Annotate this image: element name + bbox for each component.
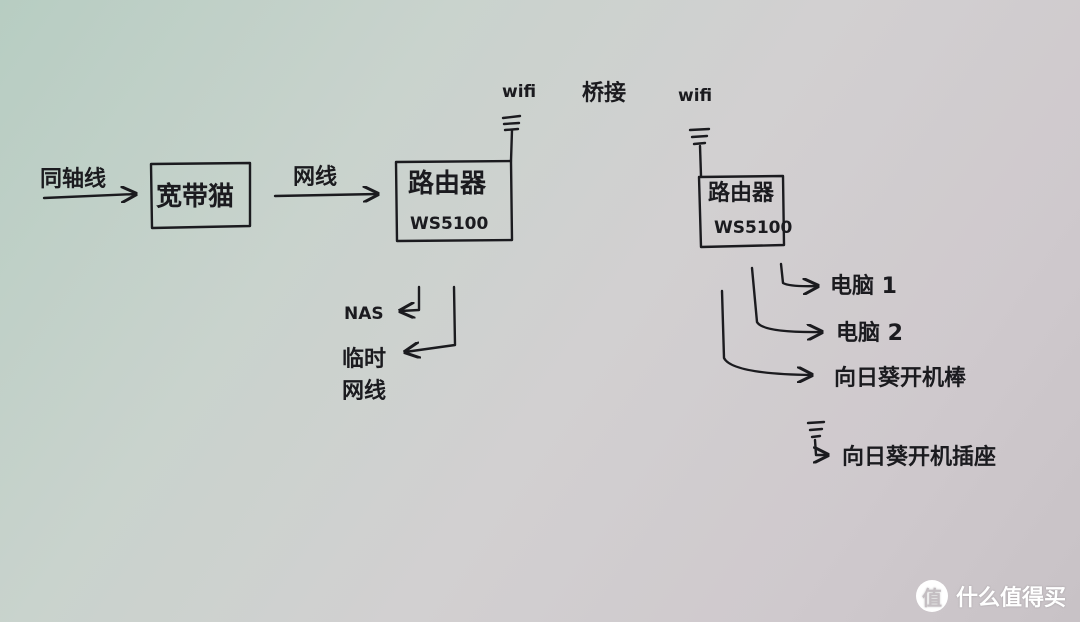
smzdm-logo-icon: 值 bbox=[915, 580, 948, 612]
cable-arrow bbox=[273, 194, 378, 196]
temp-cable-arrow bbox=[405, 285, 457, 352]
wifi-left-label: wifi bbox=[502, 82, 536, 102]
nas-label: NAS bbox=[344, 304, 384, 324]
pc2-label: 电脑 2 bbox=[836, 320, 903, 346]
sunlogin-stick-arrow bbox=[720, 289, 812, 375]
modem-box bbox=[149, 161, 252, 230]
temp-cable-label-line1: 临时 bbox=[342, 346, 386, 372]
nas-arrow bbox=[400, 285, 421, 311]
sunlogin-socket-arrow bbox=[815, 438, 828, 455]
pc1-label: 电脑 1 bbox=[830, 273, 897, 299]
router1-antenna bbox=[509, 128, 514, 163]
bridge-label: 桥接 bbox=[582, 80, 626, 106]
pc2-arrow bbox=[750, 266, 822, 332]
router2-box bbox=[697, 174, 786, 249]
watermark-text: 什么值得买 bbox=[955, 585, 1066, 610]
router2-name: 路由器 bbox=[708, 180, 775, 206]
temp-cable-label-line2: 网线 bbox=[342, 378, 386, 404]
wifi-right-label: wifi bbox=[678, 86, 712, 106]
wifi-signal-icon bbox=[501, 114, 522, 132]
router2-antenna bbox=[698, 144, 703, 178]
sunlogin-stick-label: 向日葵开机棒 bbox=[834, 365, 967, 391]
coax-cable-label: 同轴线 bbox=[40, 166, 106, 192]
sunlogin-socket-label: 向日葵开机插座 bbox=[842, 444, 996, 470]
network-cable-label: 网线 bbox=[293, 164, 337, 190]
router1-model: WS5100 bbox=[410, 214, 488, 234]
router1-box bbox=[394, 159, 514, 243]
smzdm-watermark: 值 什么值得买 bbox=[915, 580, 1066, 612]
coax-arrow bbox=[42, 194, 136, 198]
pc1-arrow bbox=[779, 262, 818, 286]
wifi-signal-icon bbox=[688, 127, 711, 146]
wifi-signal-icon bbox=[806, 420, 826, 439]
router1-name: 路由器 bbox=[408, 168, 487, 199]
modem-label: 宽带猫 bbox=[156, 181, 234, 212]
router2-model: WS5100 bbox=[714, 218, 792, 238]
